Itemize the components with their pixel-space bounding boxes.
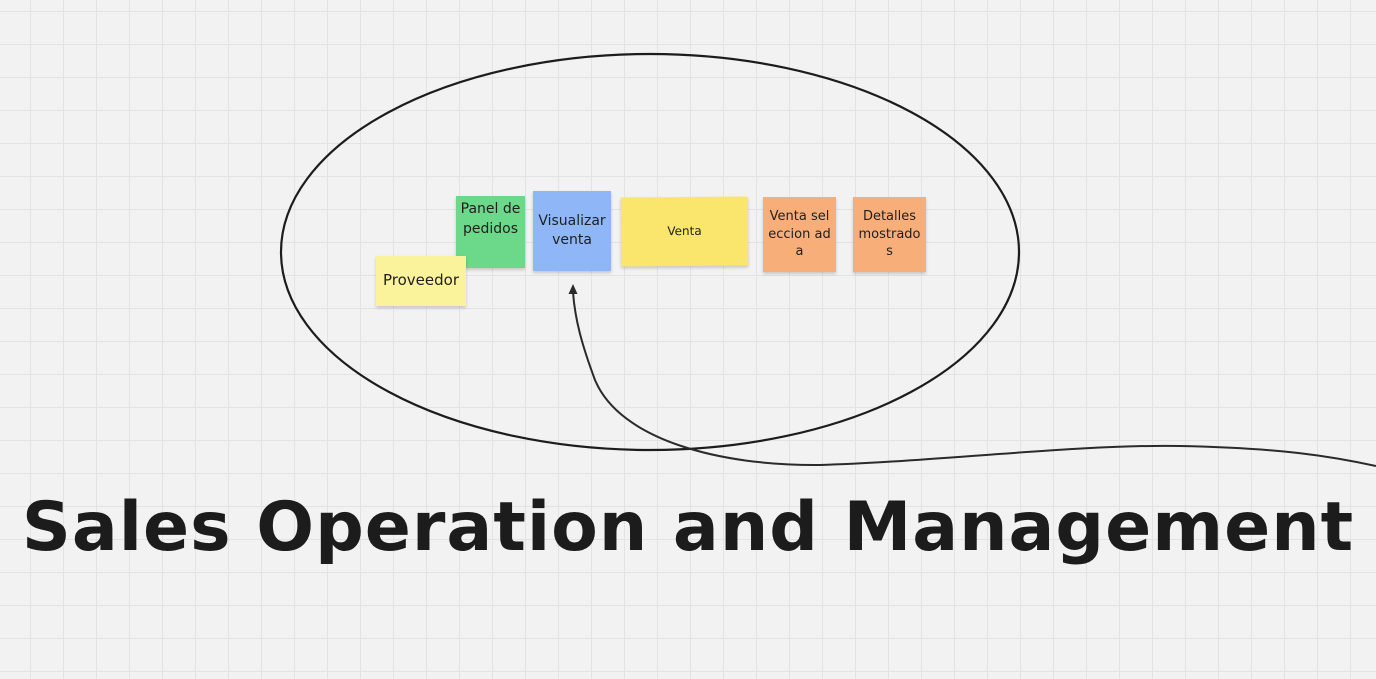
sticky-note-venta-seleccionada[interactable]: Venta seleccion ada [763, 197, 836, 272]
connector-arrowhead [568, 284, 578, 294]
sticky-note-panel-de-pedidos[interactable]: Panel de pedidos [456, 196, 525, 268]
sticky-note-detalles-mostrados[interactable]: Detalles mostrado s [853, 197, 926, 272]
sticky-note-venta[interactable]: Venta [620, 196, 749, 267]
board-title[interactable]: Sales Operation and Management [21, 488, 1355, 567]
connector-line[interactable] [572, 291, 1376, 467]
sticky-note-proveedor[interactable]: Proveedor [376, 256, 466, 306]
group-ellipse[interactable] [279, 52, 1021, 452]
sticky-note-visualizar-venta[interactable]: Visualizar venta [533, 191, 611, 271]
